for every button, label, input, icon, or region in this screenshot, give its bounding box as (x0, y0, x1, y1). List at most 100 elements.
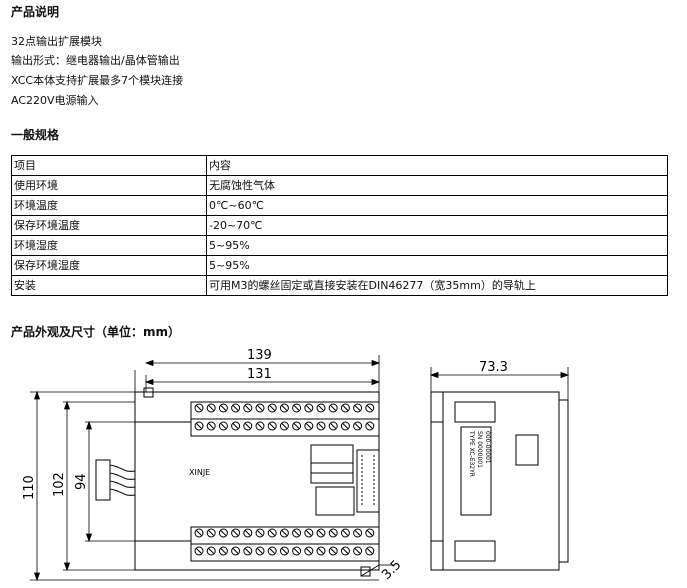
terminal-screw (365, 528, 375, 538)
terminal-screw (231, 421, 241, 431)
table-row: 项目 内容 (11, 155, 668, 176)
side-label (460, 426, 492, 516)
terminal-screw-slot (269, 423, 276, 429)
terminal-screw (304, 421, 314, 431)
expansion-connector (356, 449, 380, 513)
terminal-screw-slot (305, 530, 312, 536)
table-cell: 项目 (11, 155, 207, 176)
terminal-screw-slot (366, 530, 373, 536)
terminal-screw-slot (318, 530, 324, 536)
terminal-screw (218, 403, 228, 413)
terminal-screw-slot (232, 423, 239, 429)
terminal-screw-slot (318, 423, 324, 429)
terminal-screw-slot (196, 530, 202, 536)
terminal-screw-slot (342, 548, 349, 554)
terminal-screw-slot (244, 405, 251, 411)
terminal-screw-slot (244, 530, 251, 536)
terminal-screw (194, 421, 204, 431)
terminal-screw (304, 546, 314, 556)
terminal-screw-slot (232, 548, 239, 554)
table-row: 保存环境温度 -20~70℃ (11, 215, 668, 236)
side-label-line: TYPE XC-E32YR (468, 430, 475, 477)
terminal-screw (243, 528, 253, 538)
table-row: 安装 可用M3的螺丝固定或直接安装在DIN46277（宽35mm）的导轨上 (11, 275, 668, 296)
terminal-screw (243, 421, 253, 431)
table-cell: -20~70℃ (206, 215, 668, 236)
terminal-screw-slot (330, 530, 337, 536)
terminal-screw (255, 528, 265, 538)
spec-table: 项目 内容 使用环境 无腐蚀性气体 环境温度 0℃~60℃ 保存环境温度 -20… (11, 155, 668, 296)
table-row: 环境湿度 5~95% (11, 235, 668, 256)
terminal-screw (292, 403, 302, 413)
table-cell: 使用环境 (11, 175, 207, 196)
terminal-screw (194, 528, 204, 538)
terminal-screw-slot (330, 405, 337, 411)
terminal-screw (316, 403, 326, 413)
terminal-screw (279, 546, 289, 556)
terminal-screw (206, 421, 216, 431)
mounting-hole-top (143, 387, 154, 398)
terminal-screw (365, 421, 375, 431)
terminal-screw-slot (257, 530, 263, 536)
terminal-screw (255, 403, 265, 413)
dimension-lines (30, 355, 570, 582)
terminal-screw (328, 421, 338, 431)
terminal-screw-slot (354, 405, 361, 411)
table-cell: 5~95% (206, 235, 668, 256)
led-panel (310, 444, 354, 484)
terminal-screw (206, 403, 216, 413)
terminal-screw-slot (281, 423, 288, 429)
brand-label: XINJE (189, 468, 210, 477)
terminal-screw-slot (269, 530, 276, 536)
terminal-screw (255, 421, 265, 431)
terminal-screw-slot (354, 423, 361, 429)
terminal-screw-slot (208, 423, 215, 429)
terminal-screw-slot (366, 548, 373, 554)
dim-height-total: 110 (22, 475, 37, 500)
terminal-screw-slot (305, 423, 312, 429)
terminal-screw-slot (354, 530, 361, 536)
terminal-screw (353, 403, 363, 413)
dimensions-title: 产品外观及尺寸（单位：mm） (11, 325, 181, 339)
terminal-screw-slot (318, 548, 324, 554)
table-row: 环境温度 0℃~60℃ (11, 195, 668, 216)
ribbon-cable-plug (95, 459, 111, 501)
terminal-screw (231, 546, 241, 556)
terminal-screw-slot (220, 423, 227, 429)
terminal-screw (267, 421, 277, 431)
terminal-screw-slot (244, 423, 251, 429)
terminal-screw (194, 546, 204, 556)
terminal-screw (353, 528, 363, 538)
side-cover (558, 399, 569, 563)
terminal-screw (267, 528, 277, 538)
terminal-screw (353, 421, 363, 431)
terminal-screw (194, 403, 204, 413)
terminal-screw (292, 546, 302, 556)
mounting-hole-bottom (360, 566, 371, 577)
terminal-screw-slot (293, 405, 300, 411)
terminal-screw-slot (318, 405, 324, 411)
terminal-screw-slot (293, 548, 300, 554)
product-desc-line: AC220V电源输入 (11, 94, 99, 107)
terminal-screw-slot (196, 423, 202, 429)
terminal-screw-slot (293, 530, 300, 536)
module-front-view: XINJE (95, 387, 380, 577)
product-desc-line: 输出形式：继电器输出/晶体管输出 (11, 54, 180, 67)
dim-depth: 73.3 (479, 360, 508, 375)
terminal-screw-slot (232, 405, 239, 411)
side-label-line: SN 0000001 (476, 431, 483, 468)
terminal-screw-slot (220, 548, 227, 554)
terminal-screw (328, 528, 338, 538)
terminal-screw (328, 403, 338, 413)
terminal-screw (206, 528, 216, 538)
terminal-screw-slot (342, 405, 349, 411)
terminal-screw-slot (269, 405, 276, 411)
terminal-screw-slot (281, 530, 288, 536)
terminal-screw (304, 403, 314, 413)
table-cell: 无腐蚀性气体 (206, 175, 668, 196)
terminal-screw (279, 421, 289, 431)
table-cell: 0℃~60℃ (206, 195, 668, 216)
terminal-screw-slot (244, 548, 251, 554)
terminal-screw-slot (257, 405, 263, 411)
terminal-screw-slot (293, 423, 300, 429)
